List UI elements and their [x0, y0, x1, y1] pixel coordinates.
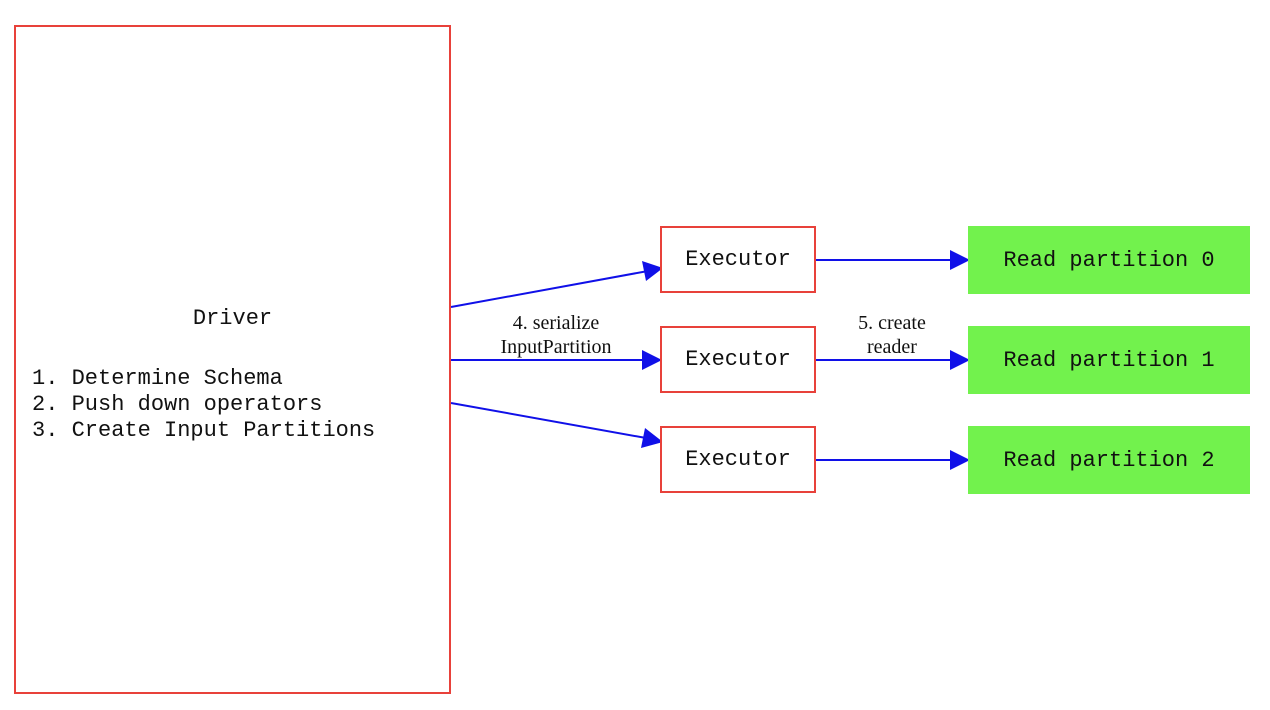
arrowhead-executor-2-partition-2	[950, 450, 970, 470]
executor-node-0: Executor	[660, 226, 816, 293]
arrowhead-executor-1-partition-1	[950, 350, 970, 370]
partition-node-0: Read partition 0	[968, 226, 1250, 294]
executor-node-2: Executor	[660, 426, 816, 493]
edge-driver-executor-2	[450, 402, 647, 439]
partition-node-2: Read partition 2	[968, 426, 1250, 494]
arrowhead-driver-executor-2	[641, 428, 663, 448]
arrowhead-driver-executor-0	[642, 261, 663, 281]
edge-label-serialize: 4. serialize InputPartition	[500, 312, 612, 358]
driver-steps: 1. Determine Schema 2. Push down operato…	[32, 366, 376, 443]
arrowhead-executor-0-partition-0	[950, 250, 970, 270]
edge-driver-executor-0	[450, 270, 649, 308]
driver-title: Driver	[192, 306, 273, 331]
edge-label-create-reader: 5. create reader	[858, 312, 926, 358]
arrowhead-driver-executor-1	[642, 350, 662, 370]
executor-node-1: Executor	[660, 326, 816, 393]
partition-node-1: Read partition 1	[968, 326, 1250, 394]
driver-node: Driver 1. Determine Schema 2. Push down …	[14, 25, 451, 694]
